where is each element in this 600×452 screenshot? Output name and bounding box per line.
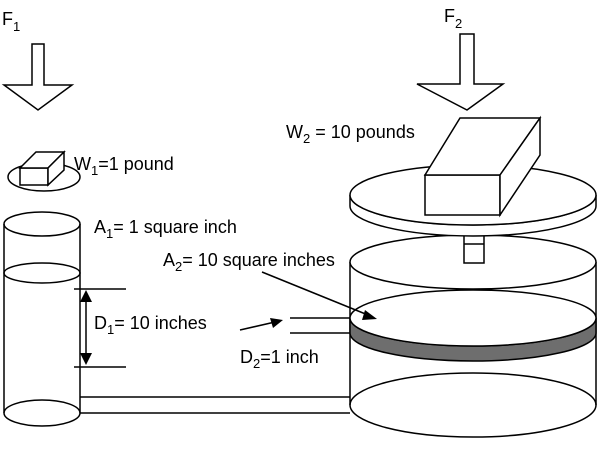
small-piston-surface	[3, 262, 81, 284]
connecting-tube	[80, 396, 350, 414]
label-d2: D2=1 inch	[240, 347, 319, 371]
label-w2: W2 = 10 pounds	[286, 122, 415, 146]
label-f1: F1	[2, 9, 20, 34]
force-arrow-f1	[1, 43, 75, 111]
d1-dimension	[74, 288, 126, 368]
large-piston	[349, 289, 597, 362]
small-weight-box	[18, 150, 66, 187]
small-cylinder	[3, 211, 81, 427]
force-arrow-f2	[416, 33, 506, 111]
label-f2: F2	[444, 6, 462, 31]
label-d1: D1= 10 inches	[94, 313, 207, 337]
a2-pointer	[261, 271, 377, 320]
label-a2: A2= 10 square inches	[163, 250, 335, 274]
label-a1: A1= 1 square inch	[94, 217, 237, 241]
large-weight-box	[423, 115, 542, 218]
d2-dimension	[239, 317, 350, 334]
label-w1: W1=1 pound	[74, 154, 174, 178]
